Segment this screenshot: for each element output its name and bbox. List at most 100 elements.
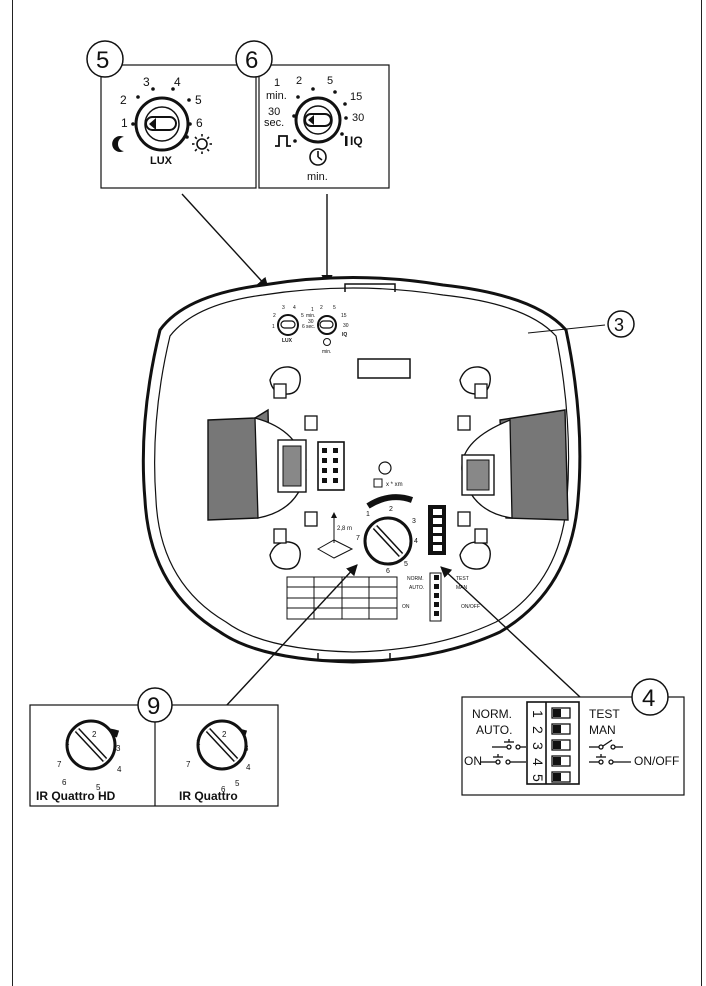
dip-num-2: 2 xyxy=(530,726,546,734)
hd-tick-5: 5 xyxy=(96,783,101,792)
std-tick-7: 7 xyxy=(186,760,191,769)
std-title: IR Quattro xyxy=(179,789,238,803)
sun-icon xyxy=(192,134,212,154)
callout-6: 6 xyxy=(235,40,273,78)
mini-time-sec: sec. xyxy=(306,324,315,330)
mini-time-15: 15 xyxy=(341,313,347,319)
clock-icon xyxy=(309,148,327,166)
lux-panel: 1 2 3 4 5 6 LUX xyxy=(100,64,257,189)
mini-lux-6: 6 xyxy=(302,324,305,330)
arrow-4 xyxy=(440,566,581,698)
dip-num-3: 3 xyxy=(530,742,546,750)
mini-lux-unit: LUX xyxy=(282,338,293,344)
dev-range-7: 7 xyxy=(356,535,360,542)
dip-label-test: TEST xyxy=(589,707,620,721)
mini-dip-man: MAN xyxy=(456,585,468,591)
svg-text:4: 4 xyxy=(642,685,655,712)
time-left-min: min. xyxy=(266,90,287,102)
moon-icon xyxy=(112,136,124,152)
time-unit: min. xyxy=(307,171,328,183)
mini-dip-test: TEST xyxy=(456,576,469,582)
mini-time-30b: 30 xyxy=(343,323,349,329)
mini-time-30: 30 xyxy=(308,319,314,325)
switch-symbol-right xyxy=(589,739,631,765)
dip-num-1: 1 xyxy=(530,710,546,718)
hd-tick-1: 1 xyxy=(65,738,70,747)
range-panels: 1 2 3 4 5 6 7 IR Quattro HD 1 2 3 4 5 6 … xyxy=(29,704,279,807)
mini-time-unit: min. xyxy=(322,349,331,355)
callout-4: 4 xyxy=(631,678,669,716)
hd-tick-6: 6 xyxy=(62,778,67,787)
dip-switch-1[interactable] xyxy=(551,707,571,719)
mini-lux-2: 2 xyxy=(273,313,276,319)
led-indicator xyxy=(378,461,392,475)
time-left-30: 30 xyxy=(268,106,280,118)
time-left-sec: sec. xyxy=(264,117,284,129)
std-tick-5: 5 xyxy=(235,779,240,788)
lux-tick-4: 4 xyxy=(174,75,181,89)
mounting-height-icon: 2,8 m xyxy=(316,512,354,559)
dip-switch-3[interactable] xyxy=(551,739,571,751)
lux-tick-3: 3 xyxy=(143,75,150,89)
svg-text:5: 5 xyxy=(96,47,109,74)
std-tick-6: 6 xyxy=(221,785,226,794)
hd-tick-3: 3 xyxy=(116,744,121,753)
dev-range-1: 1 xyxy=(366,511,370,518)
arrow-5 xyxy=(181,193,269,289)
mini-dip-onoff: ON/OFF xyxy=(461,604,480,610)
hd-tick-2: 2 xyxy=(92,730,97,739)
page-frame xyxy=(12,0,702,986)
dip-label-on: ON xyxy=(464,754,482,768)
dip-num-4: 4 xyxy=(530,758,546,766)
mini-time-5: 5 xyxy=(333,305,336,311)
xy-label: x * xm xyxy=(386,482,403,488)
dip-label-norm: NORM. xyxy=(472,707,512,721)
pushbutton-symbol-left xyxy=(480,739,526,765)
dip-label-auto: AUTO. xyxy=(476,723,512,737)
std-tick-1: 1 xyxy=(196,738,201,747)
std-tick-3: 3 xyxy=(244,744,249,753)
hd-title: IR Quattro HD xyxy=(36,789,116,803)
dip-switch-4[interactable] xyxy=(551,755,571,767)
dip-num-5: 5 xyxy=(530,774,546,782)
dip-label-man: MAN xyxy=(589,723,616,737)
height-label: 2,8 m xyxy=(337,526,352,532)
dev-range-3: 3 xyxy=(412,518,416,525)
mini-lux-3: 3 xyxy=(282,305,285,311)
time-panel: 1 min. 30 sec. 2 5 15 30 IQ min. xyxy=(258,64,390,189)
time-tick-30: 30 xyxy=(352,112,364,124)
lux-tick-2: 2 xyxy=(120,93,127,107)
lux-tick-5: 5 xyxy=(195,93,202,107)
callout-5: 5 xyxy=(86,40,124,78)
dev-range-2: 2 xyxy=(389,506,393,513)
lux-tick-1: 1 xyxy=(121,116,128,130)
time-tick-2: 2 xyxy=(296,75,302,87)
time-iq-label: IQ xyxy=(350,134,363,148)
callout-9: 9 xyxy=(137,687,173,723)
dip-switch-5[interactable] xyxy=(551,771,571,783)
dev-range-5: 5 xyxy=(404,561,408,568)
svg-text:3: 3 xyxy=(614,315,624,335)
svg-text:9: 9 xyxy=(147,693,160,720)
dev-range-6: 6 xyxy=(386,568,390,575)
hd-tick-4: 4 xyxy=(117,765,122,774)
dev-range-4: 4 xyxy=(414,538,418,545)
time-tick-5: 5 xyxy=(327,75,333,87)
mini-lux-1: 1 xyxy=(272,324,275,330)
lux-unit: LUX xyxy=(150,155,173,167)
svg-text:6: 6 xyxy=(245,47,258,74)
std-tick-2: 2 xyxy=(222,730,227,739)
mini-lux-4: 4 xyxy=(293,305,296,311)
mini-dip-auto: AUTO. xyxy=(409,585,424,591)
dip-switch-2[interactable] xyxy=(551,723,571,735)
arrow-9 xyxy=(225,564,358,707)
mini-time-2: 2 xyxy=(320,305,323,311)
time-tick-15: 15 xyxy=(350,91,362,103)
mini-dip-norm: NORM. xyxy=(407,576,424,582)
pulse-icon xyxy=(275,135,291,147)
std-tick-4: 4 xyxy=(246,763,251,772)
mini-time-min: min. xyxy=(306,313,315,319)
mini-time-1: 1 xyxy=(311,307,314,313)
dip-switch-panel: 1 2 3 4 5 NORM. AUTO. ON TEST MAN ON/OFF xyxy=(461,696,685,796)
